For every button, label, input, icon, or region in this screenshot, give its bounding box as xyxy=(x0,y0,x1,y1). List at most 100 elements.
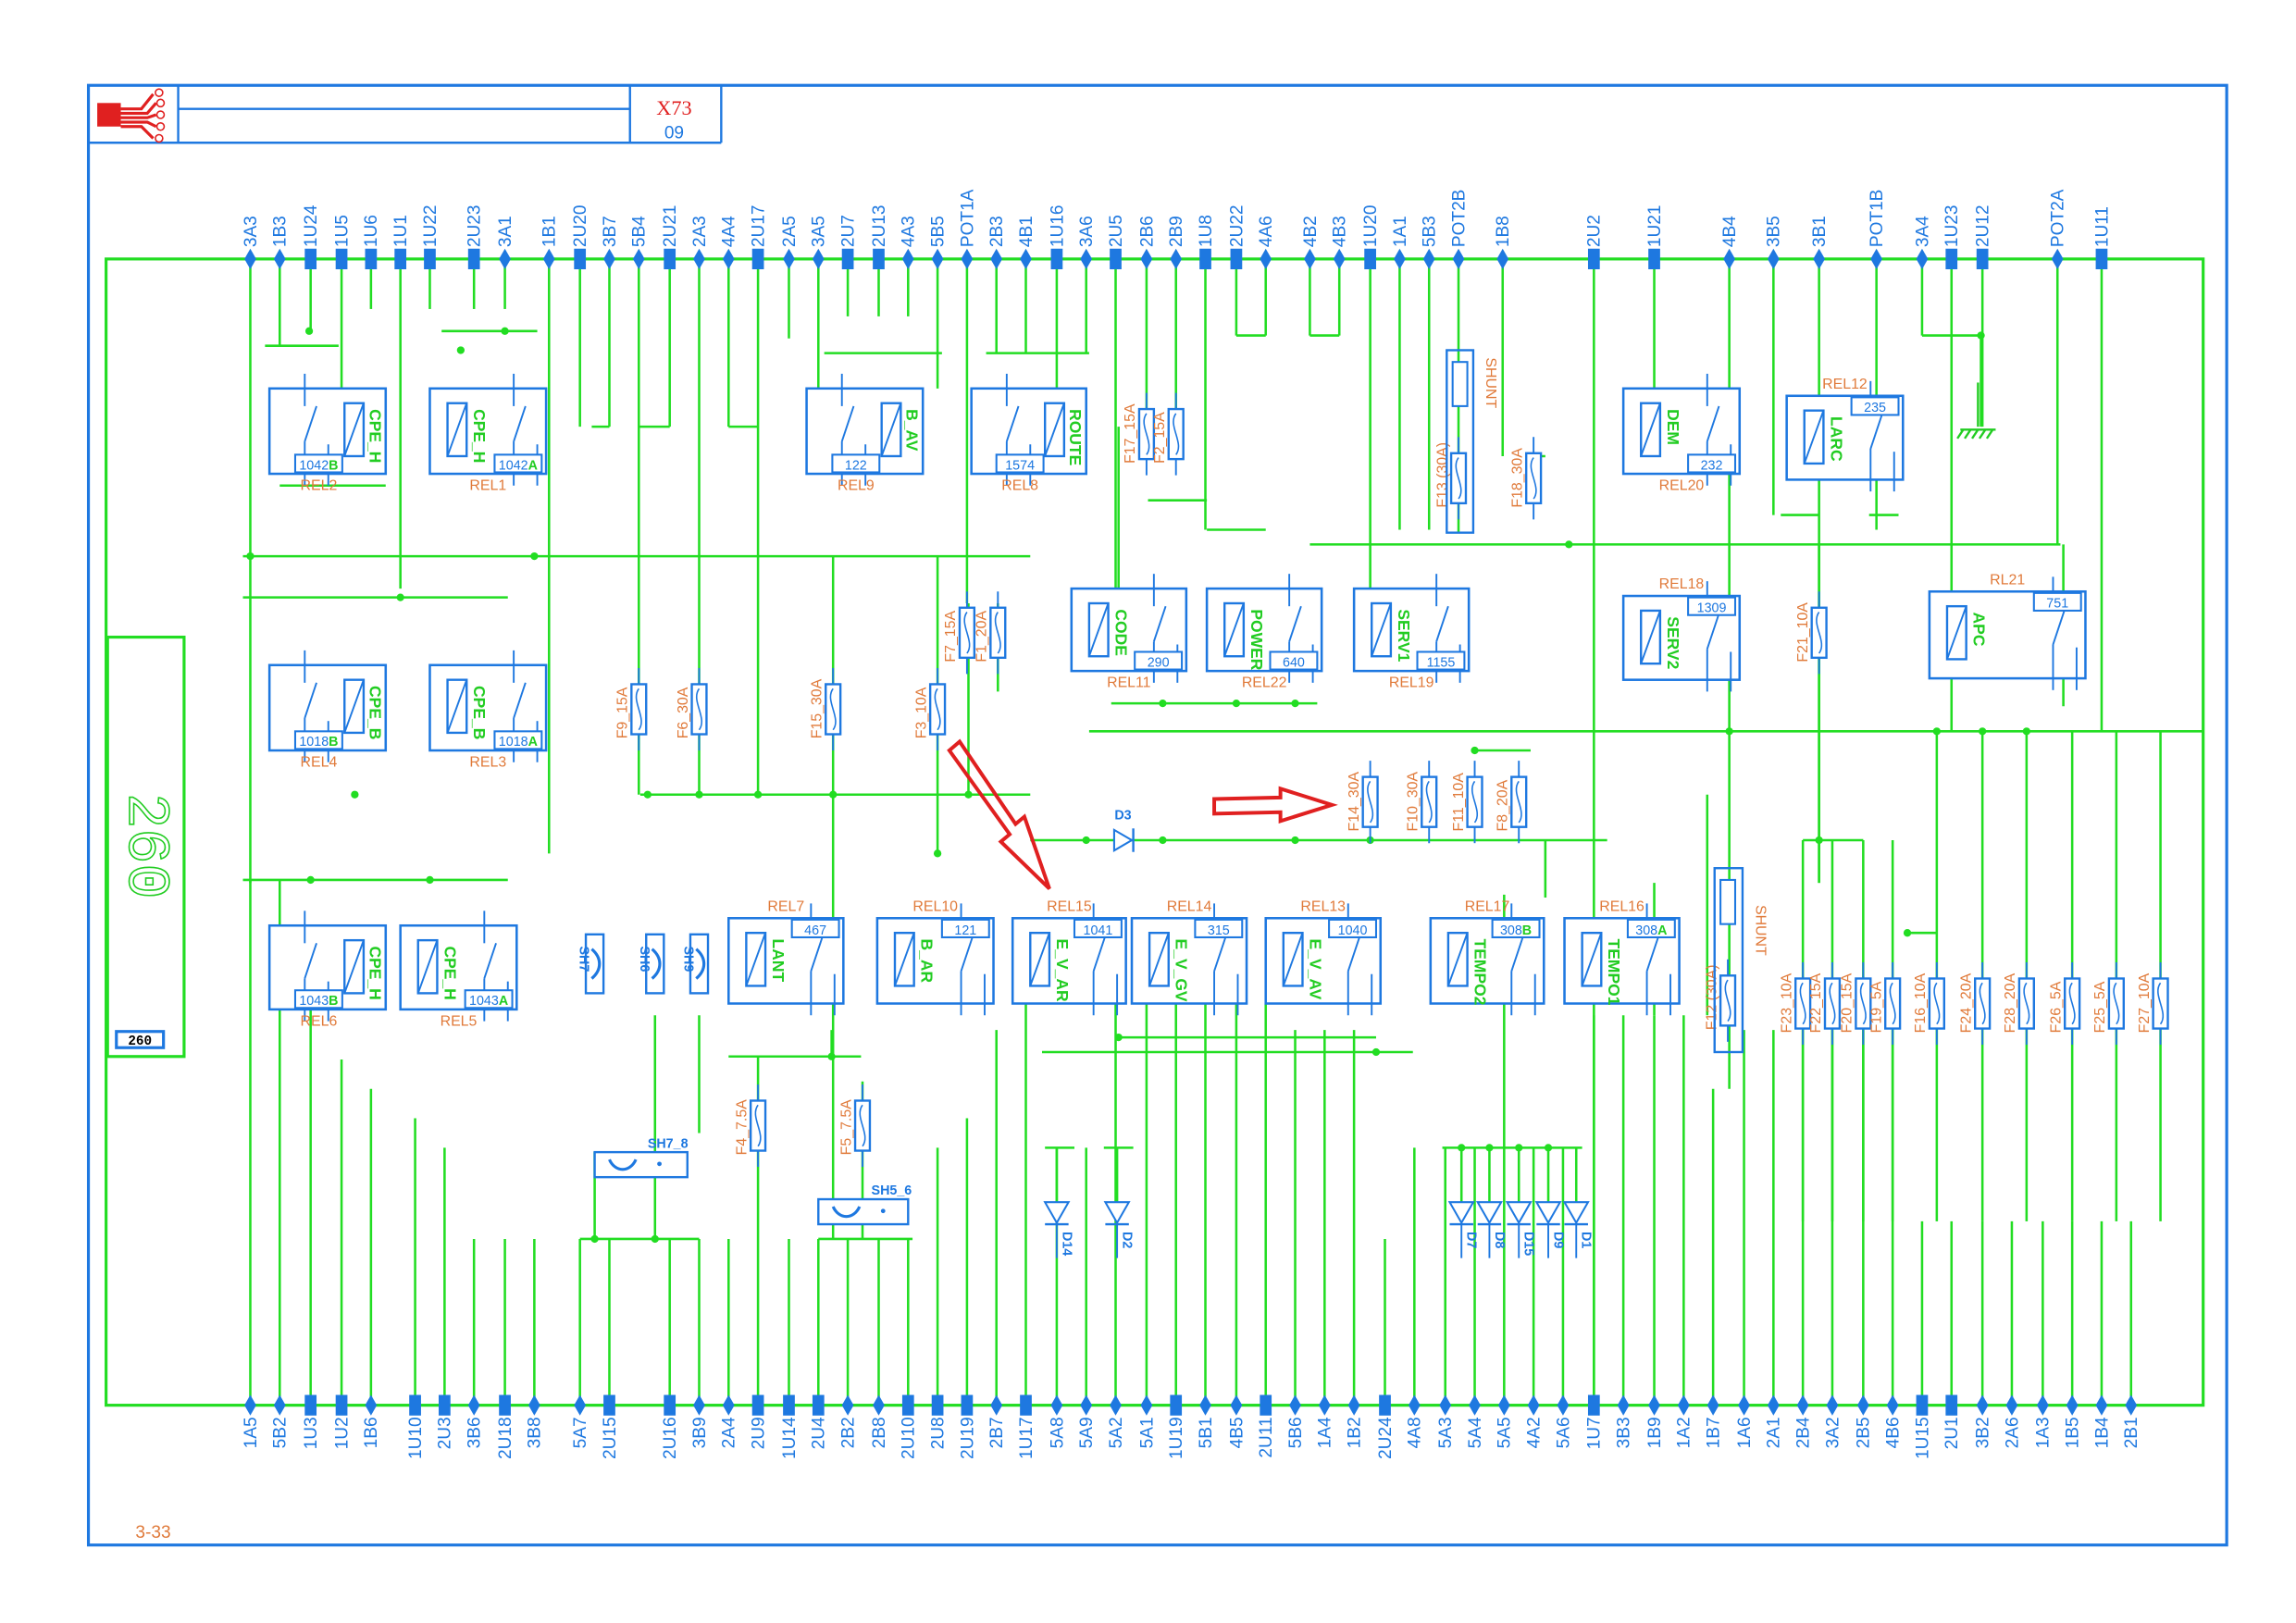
pin-diamond-marker xyxy=(365,1394,378,1416)
fuse-f7-15a: F7_15A xyxy=(943,591,976,675)
relay-code-box xyxy=(293,989,343,1010)
fuse-f3-10a: F3_10A xyxy=(913,667,947,751)
pin-diamond-marker xyxy=(1408,1394,1421,1416)
bottom-pin-label: 1U19 xyxy=(1167,1417,1186,1459)
top-pin-label: POT2B xyxy=(1449,190,1469,248)
relay-function-label: CPE_H xyxy=(366,947,384,1000)
top-pin: 1U16 xyxy=(1048,205,1067,270)
relay-function-label: APC xyxy=(1970,613,1989,647)
shunt-label: SH6 xyxy=(637,947,652,973)
relay-code: 1041 xyxy=(1084,923,1113,938)
diode-d15: D15 xyxy=(1505,1201,1536,1258)
bottom-pin-label: 2U4 xyxy=(810,1417,829,1449)
relay-name: REL5 xyxy=(441,1013,478,1029)
relay-coil-icon xyxy=(745,931,767,987)
relay-code-box xyxy=(293,730,343,750)
bottom-pin-label: 1B6 xyxy=(362,1417,381,1448)
top-pin: 1U8 xyxy=(1197,215,1216,270)
bottom-pin: 2A4 xyxy=(720,1394,739,1448)
relay-coil-diagonal xyxy=(416,939,439,994)
relay-function-label: B_AV xyxy=(903,409,922,452)
relay-code-box xyxy=(1687,596,1737,616)
fuse-element-icon xyxy=(1933,982,1941,1025)
shunt-label: SH7_8 xyxy=(648,1136,689,1151)
pin-diamond-marker xyxy=(2005,1394,2018,1416)
fuse-element-icon xyxy=(1455,457,1462,500)
bottom-pin-label: 1U10 xyxy=(406,1417,426,1459)
relay-switch-icon xyxy=(1005,405,1020,442)
bottom-pin-label: 5A7 xyxy=(571,1417,590,1448)
fuse-label: F7_15A xyxy=(943,611,959,663)
fuse-label: F11_10A xyxy=(1451,773,1467,832)
bottom-pin-label: 1U14 xyxy=(780,1417,800,1459)
fuse-element-icon xyxy=(1859,982,1867,1025)
bottom-pin: 2A6 xyxy=(2003,1394,2022,1448)
bottom-pin-label: 3B2 xyxy=(1974,1417,1993,1448)
top-pin-label: 1U23 xyxy=(1942,205,1962,248)
bottom-pin-label: 1B7 xyxy=(1705,1417,1724,1448)
relay-function-label: LARC xyxy=(1827,416,1845,462)
pin-square-marker xyxy=(751,1394,764,1416)
bottom-pin-label: 5A8 xyxy=(1048,1417,1067,1448)
top-pin: 1U5 xyxy=(332,215,352,270)
pin-square-marker xyxy=(304,1394,317,1416)
top-pin-label: 2U23 xyxy=(465,205,485,248)
relay-code-box xyxy=(464,989,514,1010)
diode-label: D2 xyxy=(1119,1232,1134,1248)
diode-d8: D8 xyxy=(1475,1201,1507,1258)
relay-code-box xyxy=(1416,650,1466,671)
diode-label: D8 xyxy=(1492,1232,1507,1248)
relay-function-label: B_AR xyxy=(918,939,937,984)
relay-coil-diagonal xyxy=(1371,602,1392,657)
pin-diamond-marker xyxy=(1439,1394,1452,1416)
fuse-f24-20a: F24_20A xyxy=(1958,961,1992,1046)
bottom-pin: 4B5 xyxy=(1227,1394,1247,1448)
bottom-pin: 5A6 xyxy=(1554,1394,1573,1448)
pin-diamond-marker xyxy=(1813,248,1825,270)
bottom-pin-label: 1A3 xyxy=(2034,1417,2054,1448)
relay-code: 1042A xyxy=(499,458,538,473)
diode-icon xyxy=(1447,1201,1475,1225)
bottom-pin-label: 1B4 xyxy=(2092,1417,2112,1448)
junction-dot xyxy=(1725,727,1733,736)
top-pin: 3B7 xyxy=(601,216,620,270)
top-pin-label: 1B3 xyxy=(271,216,291,247)
pin-diamond-marker xyxy=(1497,1394,1510,1416)
top-pin: 2U12 xyxy=(1974,205,1993,270)
bottom-pin: 5A8 xyxy=(1048,1394,1067,1448)
bottom-pin: 3B2 xyxy=(1974,1394,1993,1448)
diode-icon xyxy=(1103,1201,1131,1225)
pin-diamond-marker xyxy=(1706,1394,1719,1416)
fuse-label: F26_5A xyxy=(2048,981,2064,1033)
top-pin-label: 2U17 xyxy=(749,205,768,248)
pin-diamond-marker xyxy=(1527,1394,1540,1416)
bottom-pin: 2B2 xyxy=(838,1394,858,1448)
junction-dot xyxy=(1291,836,1299,845)
top-pin: 4B4 xyxy=(1720,216,1740,270)
relay-coil-icon xyxy=(446,678,468,735)
shunt-box xyxy=(1713,867,1744,1054)
relay-switch-icon xyxy=(1092,935,1107,972)
top-pin-label: 2A3 xyxy=(690,216,710,247)
pin-diamond-marker xyxy=(1020,248,1032,270)
junction-dot xyxy=(1544,1144,1553,1152)
bottom-pin-label: 1U3 xyxy=(302,1417,321,1449)
shunt-housing: SHUNT xyxy=(1446,349,1498,534)
fuse-element-icon xyxy=(2023,982,2030,1025)
bottom-pin: 2U3 xyxy=(436,1394,455,1449)
top-pin: 1U20 xyxy=(1361,205,1381,270)
shunt-dot xyxy=(657,1161,662,1167)
relay-name: REL13 xyxy=(1300,898,1346,914)
relay-coil-icon xyxy=(343,678,366,735)
fuse-label: F28_20A xyxy=(2003,973,2018,1033)
junction-dot xyxy=(426,875,434,885)
relay-switch-icon xyxy=(304,682,317,719)
relay-switch-icon xyxy=(1869,413,1883,450)
fuse-element-icon xyxy=(1425,780,1433,824)
bottom-pin-label: 5A4 xyxy=(1466,1417,1485,1448)
fuse-label: F6_30A xyxy=(676,687,691,738)
top-pin: 2B6 xyxy=(1137,216,1157,270)
fuse-label: F3_10A xyxy=(913,687,929,738)
